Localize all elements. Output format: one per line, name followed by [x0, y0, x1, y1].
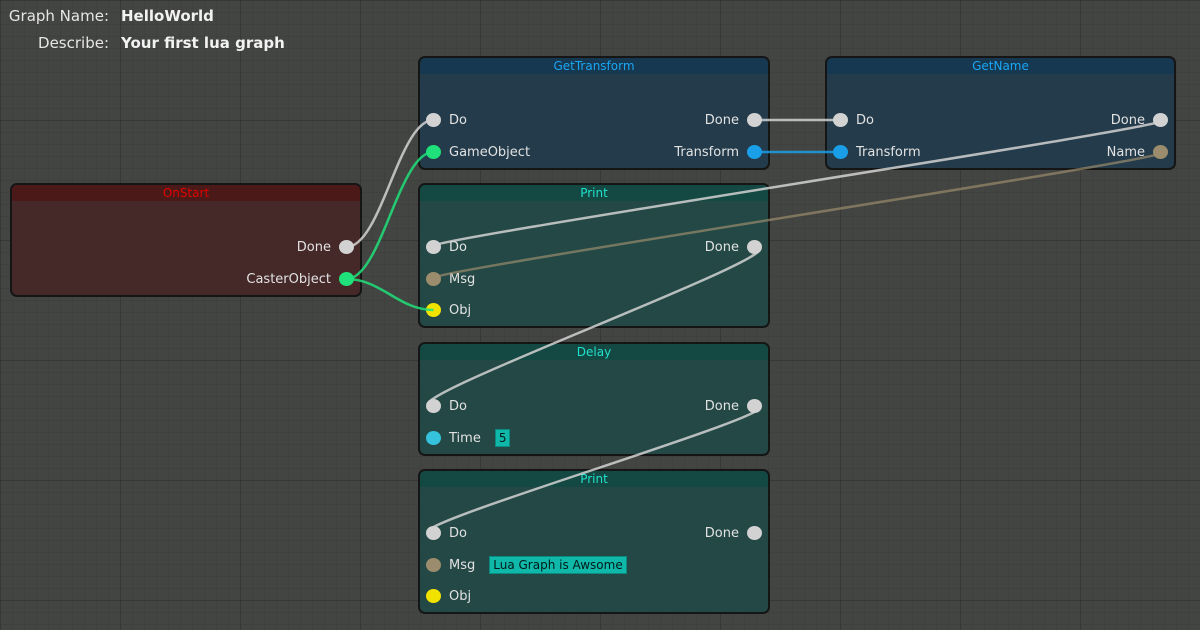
port-label: Done — [704, 525, 739, 541]
port-done: Done — [705, 525, 762, 541]
node-title[interactable]: GetName — [827, 58, 1174, 74]
port-socket-icon[interactable] — [426, 240, 441, 254]
port-msg: Msg — [426, 271, 475, 287]
port-label: Transform — [674, 144, 739, 160]
port-label: Obj — [449, 302, 472, 318]
node-title[interactable]: Print — [420, 185, 768, 201]
port-socket-icon[interactable] — [747, 240, 762, 254]
port-socket-icon[interactable] — [426, 303, 441, 317]
port-label: Time — [449, 430, 481, 446]
port-label: Name — [1106, 144, 1145, 160]
port-label: Transform — [856, 144, 921, 160]
port-socket-icon[interactable] — [833, 145, 848, 159]
graph-describe-value[interactable]: Your first lua graph — [121, 34, 285, 52]
graph-name-label: Graph Name: — [8, 7, 109, 25]
port-label: Do — [449, 112, 467, 128]
port-done: Done — [705, 398, 762, 414]
port-done: Done — [1111, 112, 1168, 128]
port-gameobject: GameObject — [426, 144, 530, 160]
node-title[interactable]: Delay — [420, 344, 768, 360]
node-title[interactable]: OnStart — [12, 185, 360, 201]
port-do: Do — [833, 112, 874, 128]
port-label: Msg — [449, 271, 476, 287]
port-value-input[interactable]: 5 — [494, 429, 511, 447]
port-socket-icon[interactable] — [747, 113, 762, 127]
port-label: CasterObject — [246, 271, 331, 287]
port-socket-icon[interactable] — [426, 431, 441, 445]
port-name: Name — [1107, 144, 1168, 160]
node-title[interactable]: GetTransform — [420, 58, 768, 74]
port-label: Do — [449, 239, 467, 255]
port-transform: Transform — [674, 144, 762, 160]
port-label: Done — [704, 398, 739, 414]
port-socket-icon[interactable] — [339, 272, 354, 286]
port-socket-icon[interactable] — [426, 145, 441, 159]
port-do: Do — [426, 525, 467, 541]
port-casterobject: CasterObject — [246, 271, 354, 287]
port-socket-icon[interactable] — [426, 589, 441, 603]
port-label: GameObject — [449, 144, 531, 160]
port-done: Done — [705, 239, 762, 255]
port-socket-icon[interactable] — [747, 145, 762, 159]
port-do: Do — [426, 239, 467, 255]
port-time: Time 5 — [426, 429, 511, 447]
port-label: Done — [704, 239, 739, 255]
graph-name-value[interactable]: HelloWorld — [121, 7, 214, 25]
port-socket-icon[interactable] — [339, 240, 354, 254]
port-socket-icon[interactable] — [426, 272, 441, 286]
port-label: Obj — [449, 588, 472, 604]
port-label: Done — [296, 239, 331, 255]
port-socket-icon[interactable] — [747, 399, 762, 413]
port-socket-icon[interactable] — [426, 113, 441, 127]
port-socket-icon[interactable] — [1153, 113, 1168, 127]
port-label: Done — [704, 112, 739, 128]
port-socket-icon[interactable] — [426, 526, 441, 540]
port-done: Done — [705, 112, 762, 128]
port-obj: Obj — [426, 588, 471, 604]
port-socket-icon[interactable] — [747, 526, 762, 540]
port-done: Done — [297, 239, 354, 255]
port-socket-icon[interactable] — [1153, 145, 1168, 159]
port-label: Do — [449, 525, 467, 541]
port-label: Do — [449, 398, 467, 414]
port-label: Done — [1110, 112, 1145, 128]
graph-describe-label: Describe: — [38, 34, 109, 52]
graph-describe-row: Describe: Your first lua graph — [0, 34, 285, 52]
port-socket-icon[interactable] — [426, 558, 441, 572]
graph-name-row: Graph Name: HelloWorld — [0, 7, 214, 25]
port-label: Msg — [449, 557, 476, 573]
port-do: Do — [426, 398, 467, 414]
port-obj: Obj — [426, 302, 471, 318]
port-label: Do — [856, 112, 874, 128]
port-value-input[interactable]: Lua Graph is Awsome — [489, 556, 627, 574]
port-msg: Msg Lua Graph is Awsome — [426, 556, 627, 574]
port-socket-icon[interactable] — [426, 399, 441, 413]
port-socket-icon[interactable] — [833, 113, 848, 127]
node-title[interactable]: Print — [420, 471, 768, 487]
port-do: Do — [426, 112, 467, 128]
port-transform: Transform — [833, 144, 921, 160]
